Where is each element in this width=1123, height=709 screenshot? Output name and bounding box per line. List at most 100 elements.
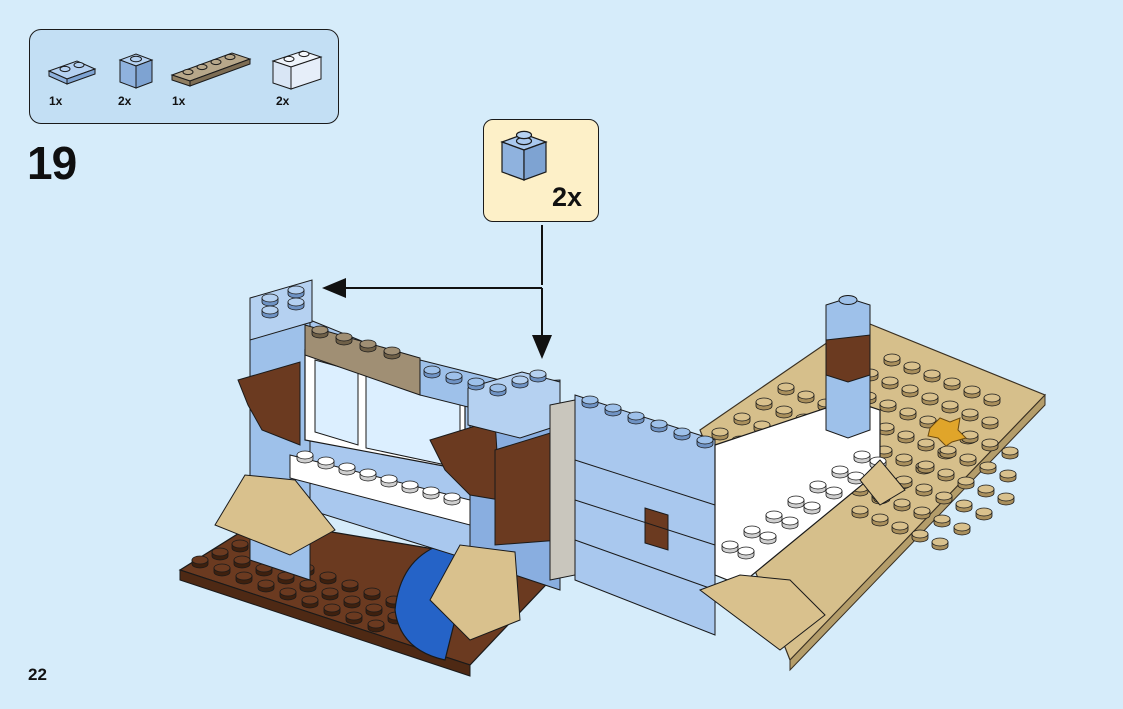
- stud: [343, 595, 361, 609]
- stud: [301, 595, 319, 609]
- part-plate-1x2-blue-icon: [47, 57, 97, 85]
- stud: [997, 492, 1015, 506]
- stud: [937, 468, 955, 482]
- stud: [287, 285, 305, 299]
- stud: [257, 579, 275, 593]
- stud: [983, 393, 1001, 407]
- stud: [775, 405, 793, 419]
- stud: [261, 293, 279, 307]
- right-pillar: [825, 295, 871, 439]
- stud: [895, 453, 913, 467]
- stud: [261, 305, 279, 319]
- stud: [777, 382, 795, 396]
- stud: [511, 375, 529, 389]
- stud: [311, 325, 329, 339]
- stud: [809, 480, 827, 494]
- stud: [367, 619, 385, 633]
- stud: [979, 461, 997, 475]
- stud: [191, 555, 209, 569]
- stud: [883, 353, 901, 367]
- stud: [383, 346, 401, 360]
- tan-slope-center: [429, 544, 521, 641]
- stud: [604, 403, 622, 417]
- stud: [961, 408, 979, 422]
- stud: [977, 484, 995, 498]
- stud: [899, 407, 917, 421]
- stud: [923, 369, 941, 383]
- stud: [467, 377, 485, 391]
- stud: [921, 392, 939, 406]
- stud: [851, 505, 869, 519]
- stud: [401, 480, 419, 494]
- white-wall-studs: [721, 450, 887, 560]
- stud: [279, 587, 297, 601]
- stud: [743, 525, 761, 539]
- stud: [959, 453, 977, 467]
- stud: [359, 468, 377, 482]
- brown-bracket-left: [237, 361, 301, 446]
- stud: [1001, 446, 1019, 460]
- stud: [961, 430, 979, 444]
- dark-tan-studs: [311, 325, 401, 360]
- parts-list-box: 1x 2x 1x 2x: [29, 29, 339, 124]
- part-brick-1x2-trans-clear-icon: [271, 47, 323, 91]
- window-sill-studs: [296, 450, 461, 506]
- stud: [277, 571, 295, 585]
- stud: [235, 571, 253, 585]
- stud: [957, 476, 975, 490]
- stud: [627, 411, 645, 425]
- stud: [673, 427, 691, 441]
- stud: [913, 506, 931, 520]
- part-qty: 2x: [276, 94, 290, 108]
- stud: [737, 546, 755, 560]
- stud: [981, 438, 999, 452]
- stud: [847, 471, 865, 485]
- part-qty: 1x: [172, 94, 186, 108]
- stud: [955, 499, 973, 513]
- stud: [345, 611, 363, 625]
- part-brick-1x1-blue-icon: [118, 52, 154, 90]
- stud: [299, 579, 317, 593]
- stud: [696, 435, 714, 449]
- stud: [897, 430, 915, 444]
- stud: [650, 419, 668, 433]
- stud: [893, 498, 911, 512]
- stud: [765, 510, 783, 524]
- callout-qty: 2x: [552, 182, 583, 212]
- stud: [423, 365, 441, 379]
- stud: [787, 495, 805, 509]
- stud: [365, 603, 383, 617]
- stud: [879, 399, 897, 413]
- step-number: 19: [27, 137, 77, 189]
- stud: [321, 587, 339, 601]
- stud: [901, 384, 919, 398]
- stud: [831, 465, 849, 479]
- stud: [231, 539, 249, 553]
- stud: [903, 361, 921, 375]
- tan-slope-left: [214, 474, 336, 556]
- stud: [943, 377, 961, 391]
- stud: [363, 587, 381, 601]
- stud: [935, 491, 953, 505]
- stud: [911, 529, 929, 543]
- tan-slope-back: [859, 459, 906, 506]
- stud: [213, 563, 231, 577]
- stud: [233, 555, 251, 569]
- stud: [341, 579, 359, 593]
- stud: [359, 339, 377, 353]
- blue-studs-middle-wall: [581, 395, 714, 449]
- stud: [489, 383, 507, 397]
- stud: [445, 371, 463, 385]
- stud: [380, 474, 398, 488]
- stud: [781, 516, 799, 530]
- stud: [871, 513, 889, 527]
- stud: [317, 456, 335, 470]
- stud: [797, 390, 815, 404]
- stud: [803, 501, 821, 515]
- stud: [323, 603, 341, 617]
- gray-pillar: [549, 399, 576, 581]
- stud: [759, 531, 777, 545]
- stud: [917, 438, 935, 452]
- stud: [981, 416, 999, 430]
- page-number: 22: [28, 665, 47, 684]
